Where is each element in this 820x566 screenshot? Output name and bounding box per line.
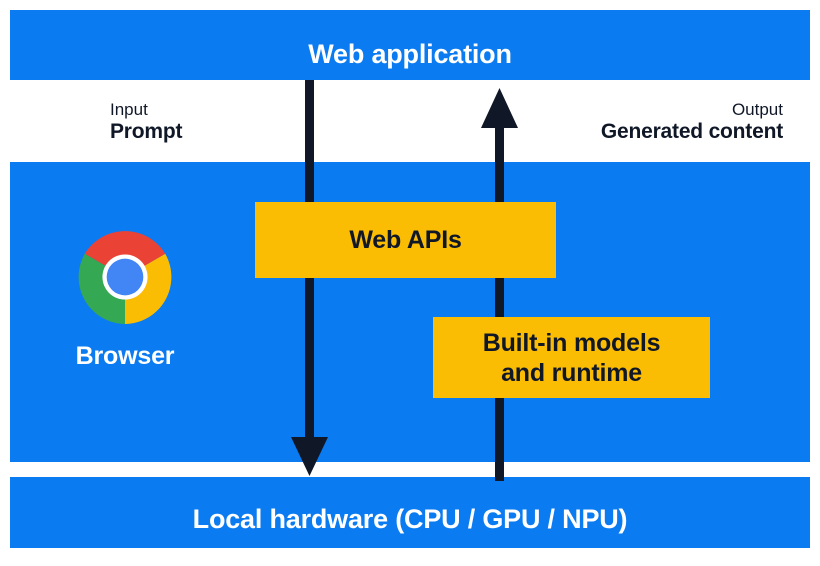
built-in-models-line1: Built-in models bbox=[482, 328, 661, 357]
output-value-label: Generated content bbox=[600, 120, 783, 144]
input-value-label: Prompt bbox=[110, 120, 183, 144]
web-apis-label: Web APIs bbox=[349, 225, 462, 254]
input-label-group: Input Prompt bbox=[110, 100, 183, 145]
built-in-models-text: Built-in models and runtime bbox=[483, 328, 661, 388]
web-application-label: Web application bbox=[308, 39, 512, 69]
browser-group: Browser bbox=[40, 230, 210, 371]
local-hardware-label: Local hardware (CPU / GPU / NPU) bbox=[192, 504, 628, 534]
input-kind-label: Input bbox=[110, 100, 148, 119]
output-label-group: Output Generated content bbox=[601, 100, 783, 145]
band-web-application: Web application bbox=[10, 10, 810, 80]
band-local-hardware: Local hardware (CPU / GPU / NPU) bbox=[10, 477, 810, 548]
browser-label: Browser bbox=[75, 342, 175, 370]
box-web-apis[interactable]: Web APIs bbox=[255, 202, 556, 278]
built-in-models-line2: and runtime bbox=[501, 358, 642, 387]
box-built-in-models[interactable]: Built-in models and runtime bbox=[433, 317, 710, 398]
chrome-logo-icon bbox=[78, 231, 172, 324]
output-kind-label: Output bbox=[731, 100, 783, 119]
